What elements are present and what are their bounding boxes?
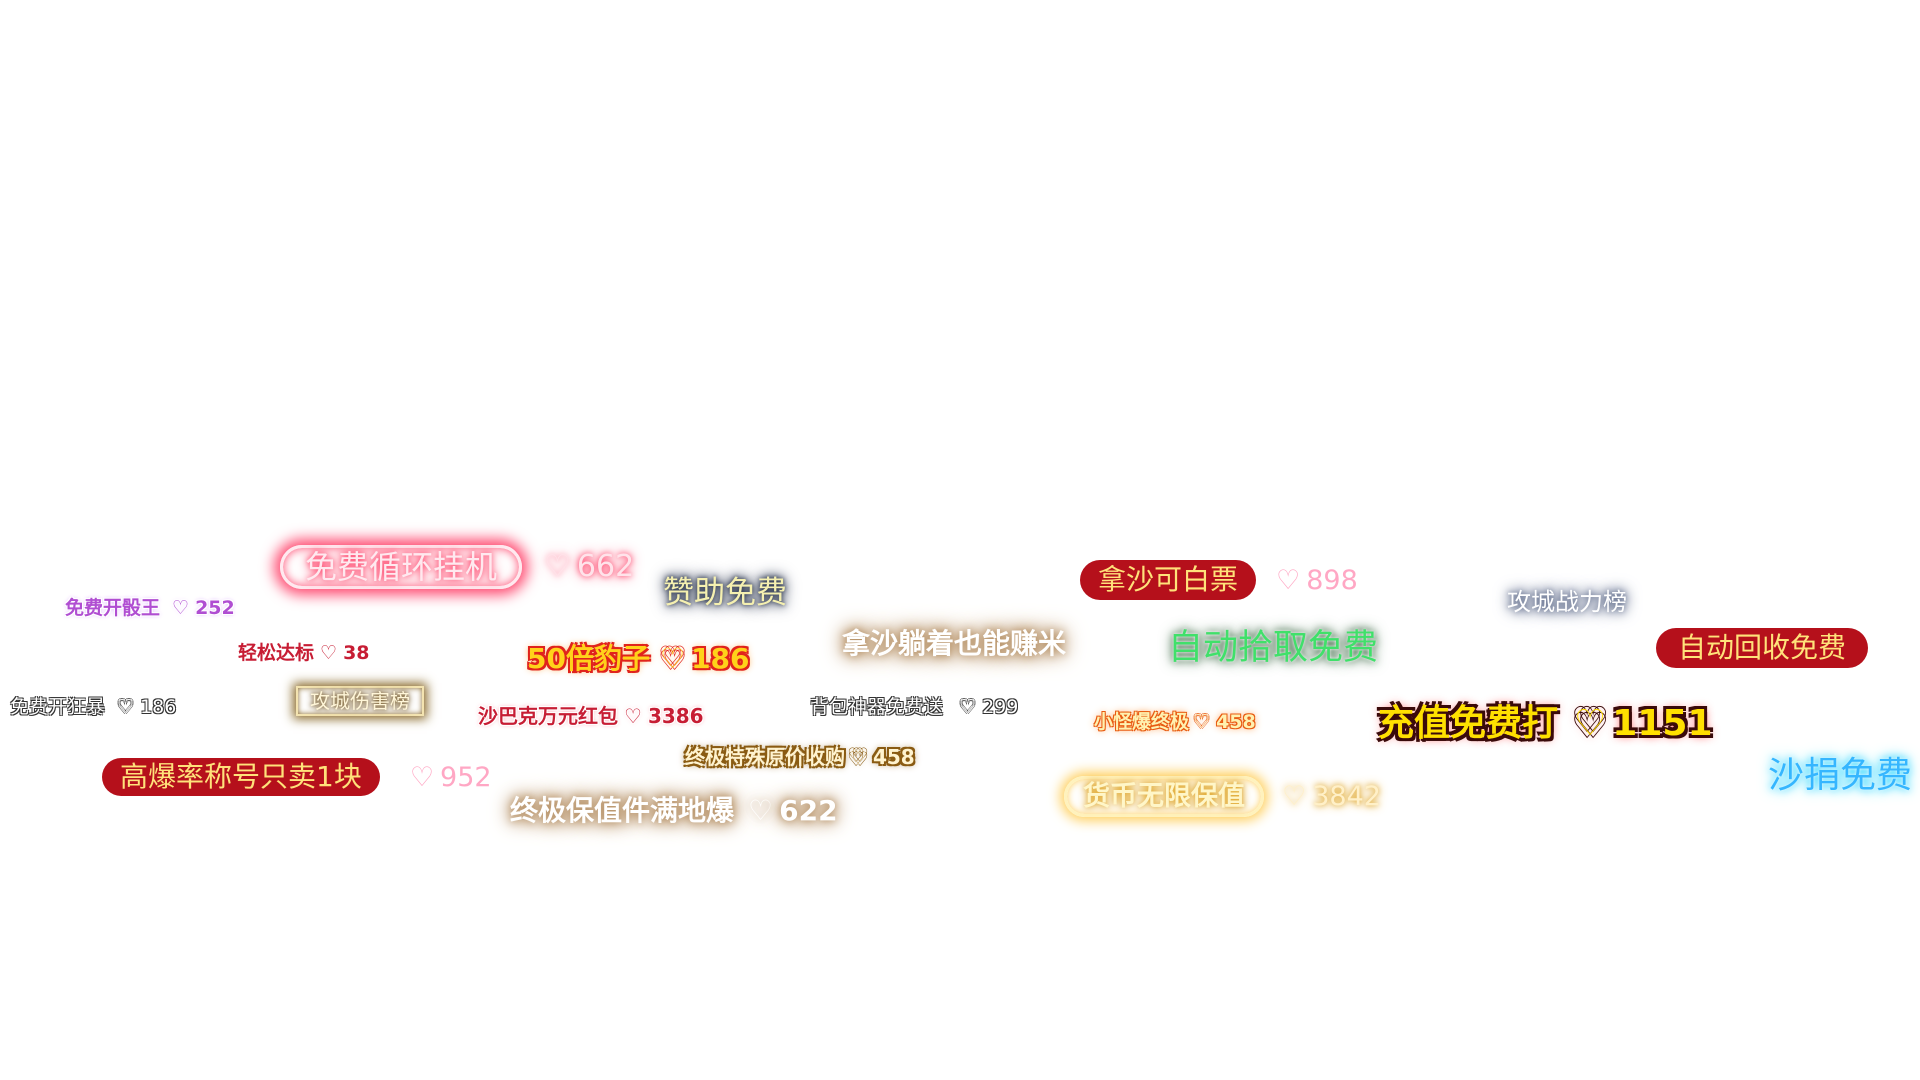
heart-icon[interactable]: ♡ bbox=[659, 642, 686, 675]
danmaku-text: 拿沙可白票 bbox=[1080, 560, 1257, 600]
danmaku-item[interactable]: 终极保值件满地爆 ♡ 622 bbox=[510, 797, 838, 825]
like-count: 898 bbox=[1306, 564, 1358, 596]
heart-icon[interactable]: ♡ bbox=[1282, 781, 1307, 812]
heart-icon[interactable]: ♡ bbox=[1193, 711, 1211, 733]
like-count: 952 bbox=[440, 761, 492, 793]
danmaku-item[interactable]: 自动回收免费 bbox=[1656, 628, 1869, 668]
danmaku-text: 免费开狂暴 bbox=[10, 696, 106, 718]
like-count: 1151 bbox=[1612, 703, 1713, 744]
danmaku-text: 免费开骰王 bbox=[65, 597, 161, 619]
heart-icon[interactable]: ♡ bbox=[1276, 564, 1301, 596]
danmaku-item[interactable]: 50倍豹子 ♡ 186 bbox=[527, 645, 750, 673]
danmaku-text: 货币无限保值 bbox=[1064, 776, 1264, 817]
danmaku-item[interactable]: 攻城战力榜 bbox=[1507, 590, 1627, 614]
danmaku-item[interactable]: 免费循环挂机 ♡ 662 bbox=[280, 545, 634, 589]
danmaku-item[interactable]: 小怪爆终极 ♡ 458 bbox=[1094, 713, 1256, 732]
like-count: 186 bbox=[140, 696, 177, 718]
danmaku-text: 沙捐免费 bbox=[1768, 755, 1913, 796]
like-count: 252 bbox=[195, 597, 235, 619]
danmaku-text: 拿沙躺着也能赚米 bbox=[842, 627, 1067, 660]
like-count: 299 bbox=[982, 696, 1019, 718]
heart-icon[interactable]: ♡ bbox=[624, 704, 642, 728]
like-count: 458 bbox=[1216, 711, 1256, 733]
danmaku-text: 赞助免费 bbox=[663, 575, 787, 611]
danmaku-text: 攻城伤害榜 bbox=[296, 686, 424, 716]
danmaku-text: 小怪爆终极 bbox=[1094, 711, 1190, 733]
danmaku-text: 50倍豹子 bbox=[527, 642, 650, 675]
danmaku-item[interactable]: 沙捐免费 bbox=[1768, 758, 1912, 794]
danmaku-item[interactable]: 充值免费打 ♡ 1151 bbox=[1378, 706, 1713, 742]
danmaku-item[interactable]: 免费开骰王 ♡ 252 bbox=[65, 599, 235, 618]
danmaku-text: 终极特殊原价收购 bbox=[685, 745, 845, 769]
danmaku-item[interactable]: 背包神器免费送 ♡ 299 bbox=[810, 698, 1018, 717]
danmaku-text: 攻城战力榜 bbox=[1507, 588, 1627, 616]
danmaku-item[interactable]: 轻松达标 ♡ 38 bbox=[238, 644, 370, 663]
danmaku-text: 自动回收免费 bbox=[1656, 628, 1869, 668]
danmaku-item[interactable]: 拿沙躺着也能赚米 bbox=[842, 630, 1066, 658]
danmaku-text: 免费循环挂机 bbox=[280, 545, 523, 589]
danmaku-text: 轻松达标 bbox=[238, 642, 315, 664]
danmaku-text: 终极保值件满地爆 bbox=[510, 794, 735, 827]
like-count: 186 bbox=[691, 642, 750, 675]
danmaku-text: 自动拾取免费 bbox=[1168, 628, 1379, 668]
heart-icon[interactable]: ♡ bbox=[1574, 703, 1607, 744]
danmaku-item[interactable]: 免费开狂暴 ♡ 186 bbox=[10, 698, 176, 717]
danmaku-item[interactable]: 自动拾取免费 bbox=[1168, 631, 1378, 666]
heart-icon[interactable]: ♡ bbox=[959, 696, 977, 718]
danmaku-item[interactable]: 高爆率称号只卖1块 ♡ 952 bbox=[102, 758, 492, 796]
danmaku-text: 沙巴克万元红包 bbox=[478, 704, 618, 728]
like-count: 458 bbox=[872, 745, 915, 769]
danmaku-text: 背包神器免费送 bbox=[810, 696, 944, 718]
danmaku-item[interactable]: 攻城伤害榜 bbox=[296, 686, 424, 716]
heart-icon[interactable]: ♡ bbox=[409, 761, 435, 793]
heart-icon[interactable]: ♡ bbox=[172, 597, 190, 619]
heart-icon[interactable]: ♡ bbox=[544, 549, 571, 584]
like-count: 622 bbox=[779, 794, 838, 827]
danmaku-item[interactable]: 终极特殊原价收购 ♡ 458 bbox=[685, 747, 915, 767]
like-count: 662 bbox=[576, 549, 635, 584]
danmaku-item[interactable]: 货币无限保值 ♡ 3842 bbox=[1064, 776, 1381, 817]
heart-icon[interactable]: ♡ bbox=[748, 794, 774, 827]
heart-icon[interactable]: ♡ bbox=[117, 696, 135, 718]
like-count: 3386 bbox=[647, 704, 704, 728]
like-count: 38 bbox=[343, 642, 370, 664]
danmaku-item[interactable]: 沙巴克万元红包 ♡ 3386 bbox=[478, 706, 704, 726]
danmaku-text: 高爆率称号只卖1块 bbox=[102, 758, 380, 796]
heart-icon[interactable]: ♡ bbox=[320, 642, 338, 664]
heart-icon[interactable]: ♡ bbox=[849, 745, 867, 769]
danmaku-item[interactable]: 拿沙可白票 ♡ 898 bbox=[1080, 560, 1358, 600]
danmaku-text: 充值免费打 bbox=[1378, 703, 1559, 744]
danmaku-item[interactable]: 赞助免费 bbox=[663, 578, 787, 609]
like-count: 3842 bbox=[1312, 781, 1381, 812]
